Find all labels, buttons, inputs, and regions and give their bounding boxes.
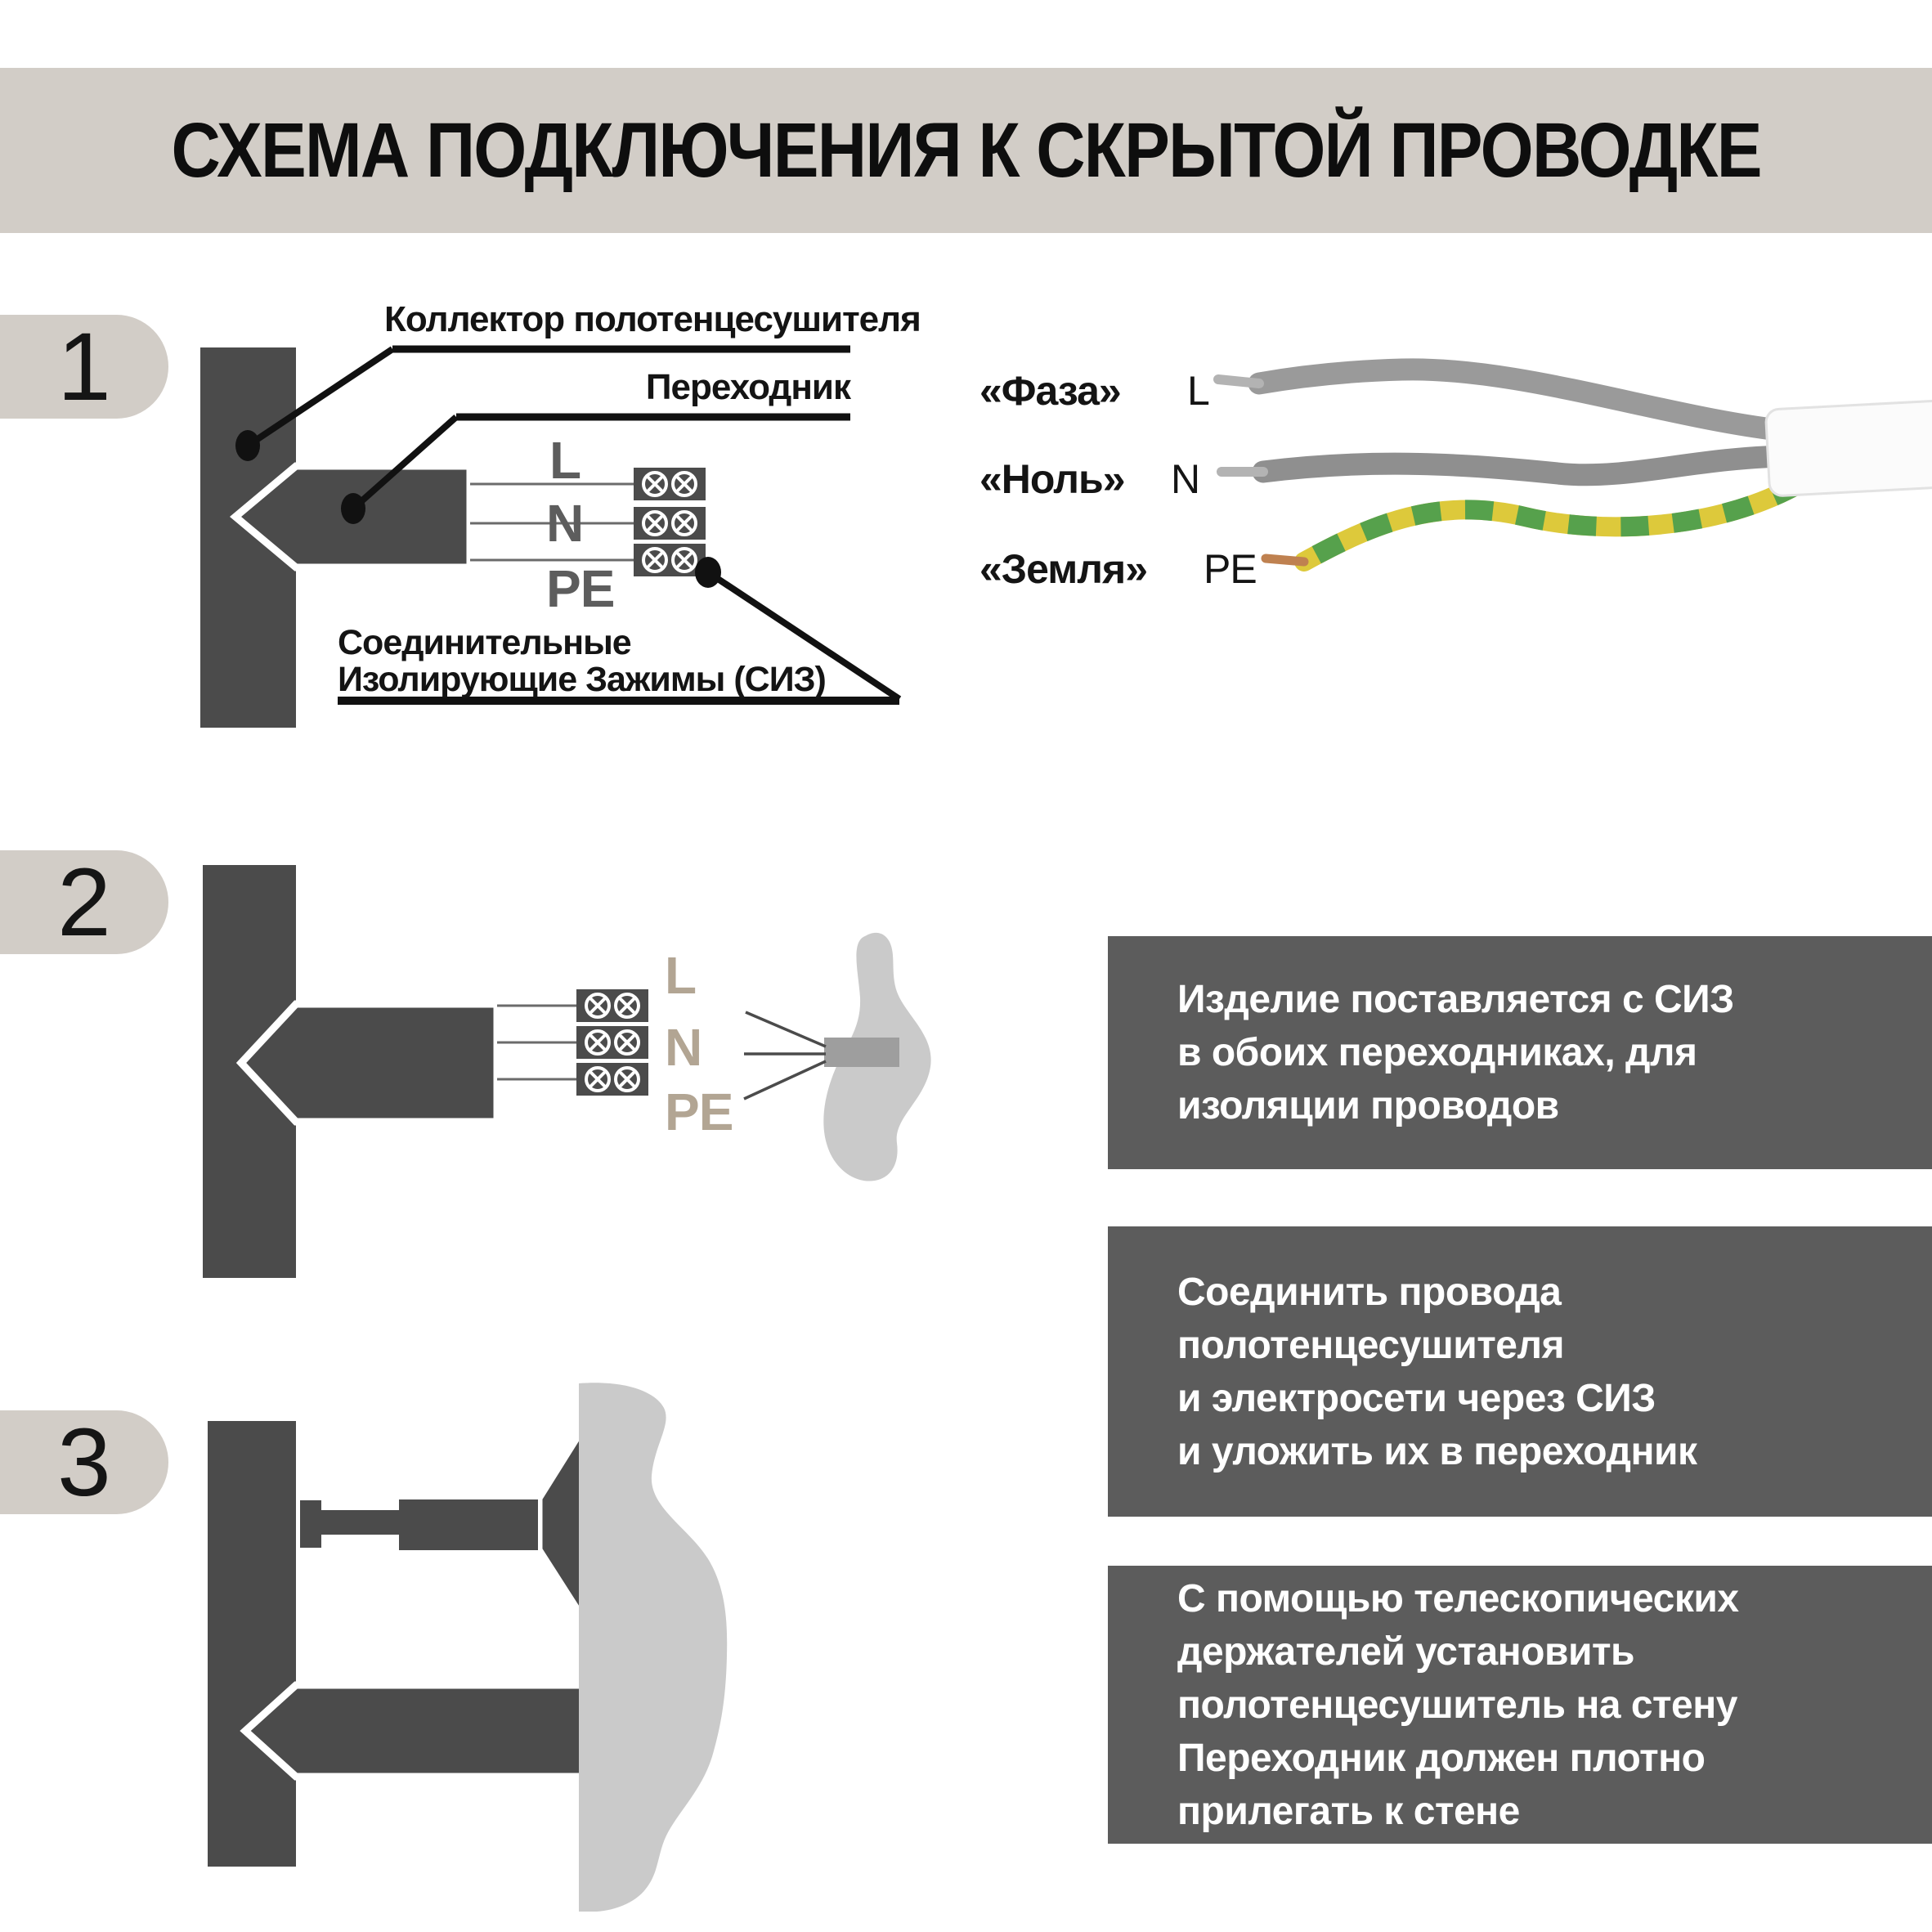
- step2-terminal-label-n: N: [665, 1018, 702, 1077]
- adapter-label: Переходник: [646, 367, 852, 407]
- step2-adapter-arrow: [235, 1000, 501, 1126]
- step2-terminal-block-l: [575, 988, 650, 1024]
- step2-terminal-block-pe: [575, 1061, 650, 1097]
- siz-label-line2: Изолирующие Зажимы (СИЗ): [338, 660, 826, 699]
- neutral-word: «Ноль»: [979, 456, 1125, 502]
- telescopic-holder: [300, 1417, 589, 1629]
- step1-terminal-block-n: [632, 505, 707, 541]
- phase-letter: L: [1187, 368, 1209, 414]
- step2-terminal-block-n: [575, 1024, 650, 1060]
- step3-wall-collector: [208, 1421, 296, 1867]
- phase-wire: [1248, 358, 1798, 442]
- step3-number-badge: 3: [0, 1409, 168, 1517]
- step3-plaster-wall: [579, 1383, 728, 1912]
- cable-photo: [1213, 358, 1932, 572]
- step2-wires: [497, 1004, 576, 1081]
- earth-letter: PE: [1204, 546, 1257, 592]
- step3-adapter-arrow: [240, 1681, 593, 1781]
- title-bar: СХЕМА ПОДКЛЮЧЕНИЯ К СКРЫТОЙ ПРОВОДКЕ: [0, 68, 1932, 233]
- step2-wall-connector: [824, 1038, 899, 1067]
- callout-siz: Соединительные Изолирующие Зажимы (СИЗ): [338, 557, 902, 705]
- step1-number-badge: 1: [0, 313, 168, 421]
- phase-word: «Фаза»: [979, 368, 1121, 414]
- holder-tab: [300, 1500, 321, 1548]
- step1-terminal-block-pe: [632, 542, 707, 578]
- siz-label-line1: Соединительные: [338, 623, 631, 662]
- step3-number: 3: [57, 1408, 111, 1517]
- earth-word: «Земля»: [979, 546, 1147, 592]
- note-box-connect-wires: Соединить провода полотенцесушителя и эл…: [1108, 1226, 1932, 1517]
- callout-adapter: Переходник: [341, 367, 853, 524]
- callout-collector: Коллектор полотенцесушителя: [235, 299, 921, 461]
- step1-wires: [470, 482, 634, 562]
- step2-diagram: L N PE: [203, 865, 931, 1278]
- holder-rod: [321, 1510, 400, 1535]
- step1-number: 1: [57, 312, 111, 421]
- step2-terminal-label-l: L: [665, 946, 696, 1005]
- step1-diagram: L N PE Коллектор полотенцесушителя Перех…: [200, 299, 921, 728]
- note-box-mount-on-wall: С помощью телескопических держателей уст…: [1108, 1566, 1932, 1844]
- holder-body: [399, 1499, 538, 1550]
- phase-wire-tip: [1213, 374, 1264, 388]
- note-box-siz-included: Изделие поставляется с СИЗ в обоих перех…: [1108, 936, 1932, 1169]
- neutral-letter: N: [1171, 456, 1199, 502]
- step1-terminal-label-pe: PE: [546, 559, 614, 618]
- step1-terminal-label-l: L: [549, 431, 580, 490]
- step2-terminal-label-pe: PE: [665, 1083, 733, 1141]
- neutral-wire: [1252, 445, 1798, 486]
- earth-wire-copper-tip: [1261, 554, 1309, 567]
- step2-number-badge: 2: [0, 849, 168, 957]
- step1-terminal-label-n: N: [546, 494, 583, 553]
- note-1-text: Изделие поставляется с СИЗ в обоих перех…: [1177, 978, 1734, 1127]
- note-2-text: Соединить провода полотенцесушителя и эл…: [1177, 1270, 1697, 1473]
- step2-number: 2: [57, 848, 111, 957]
- cable-legend: «Фаза» L «Ноль» N «Земля» PE: [979, 368, 1257, 592]
- step3-diagram: [208, 1383, 728, 1912]
- step1-terminal-block-l: [632, 466, 707, 502]
- cable-sheath: [1764, 400, 1932, 497]
- step2-converging-lines: [743, 1011, 827, 1100]
- collector-label: Коллектор полотенцесушителя: [384, 299, 921, 339]
- note-3-text: С помощью телескопических держателей уст…: [1177, 1576, 1739, 1833]
- page-title: СХЕМА ПОДКЛЮЧЕНИЯ К СКРЫТОЙ ПРОВОДКЕ: [171, 106, 1762, 194]
